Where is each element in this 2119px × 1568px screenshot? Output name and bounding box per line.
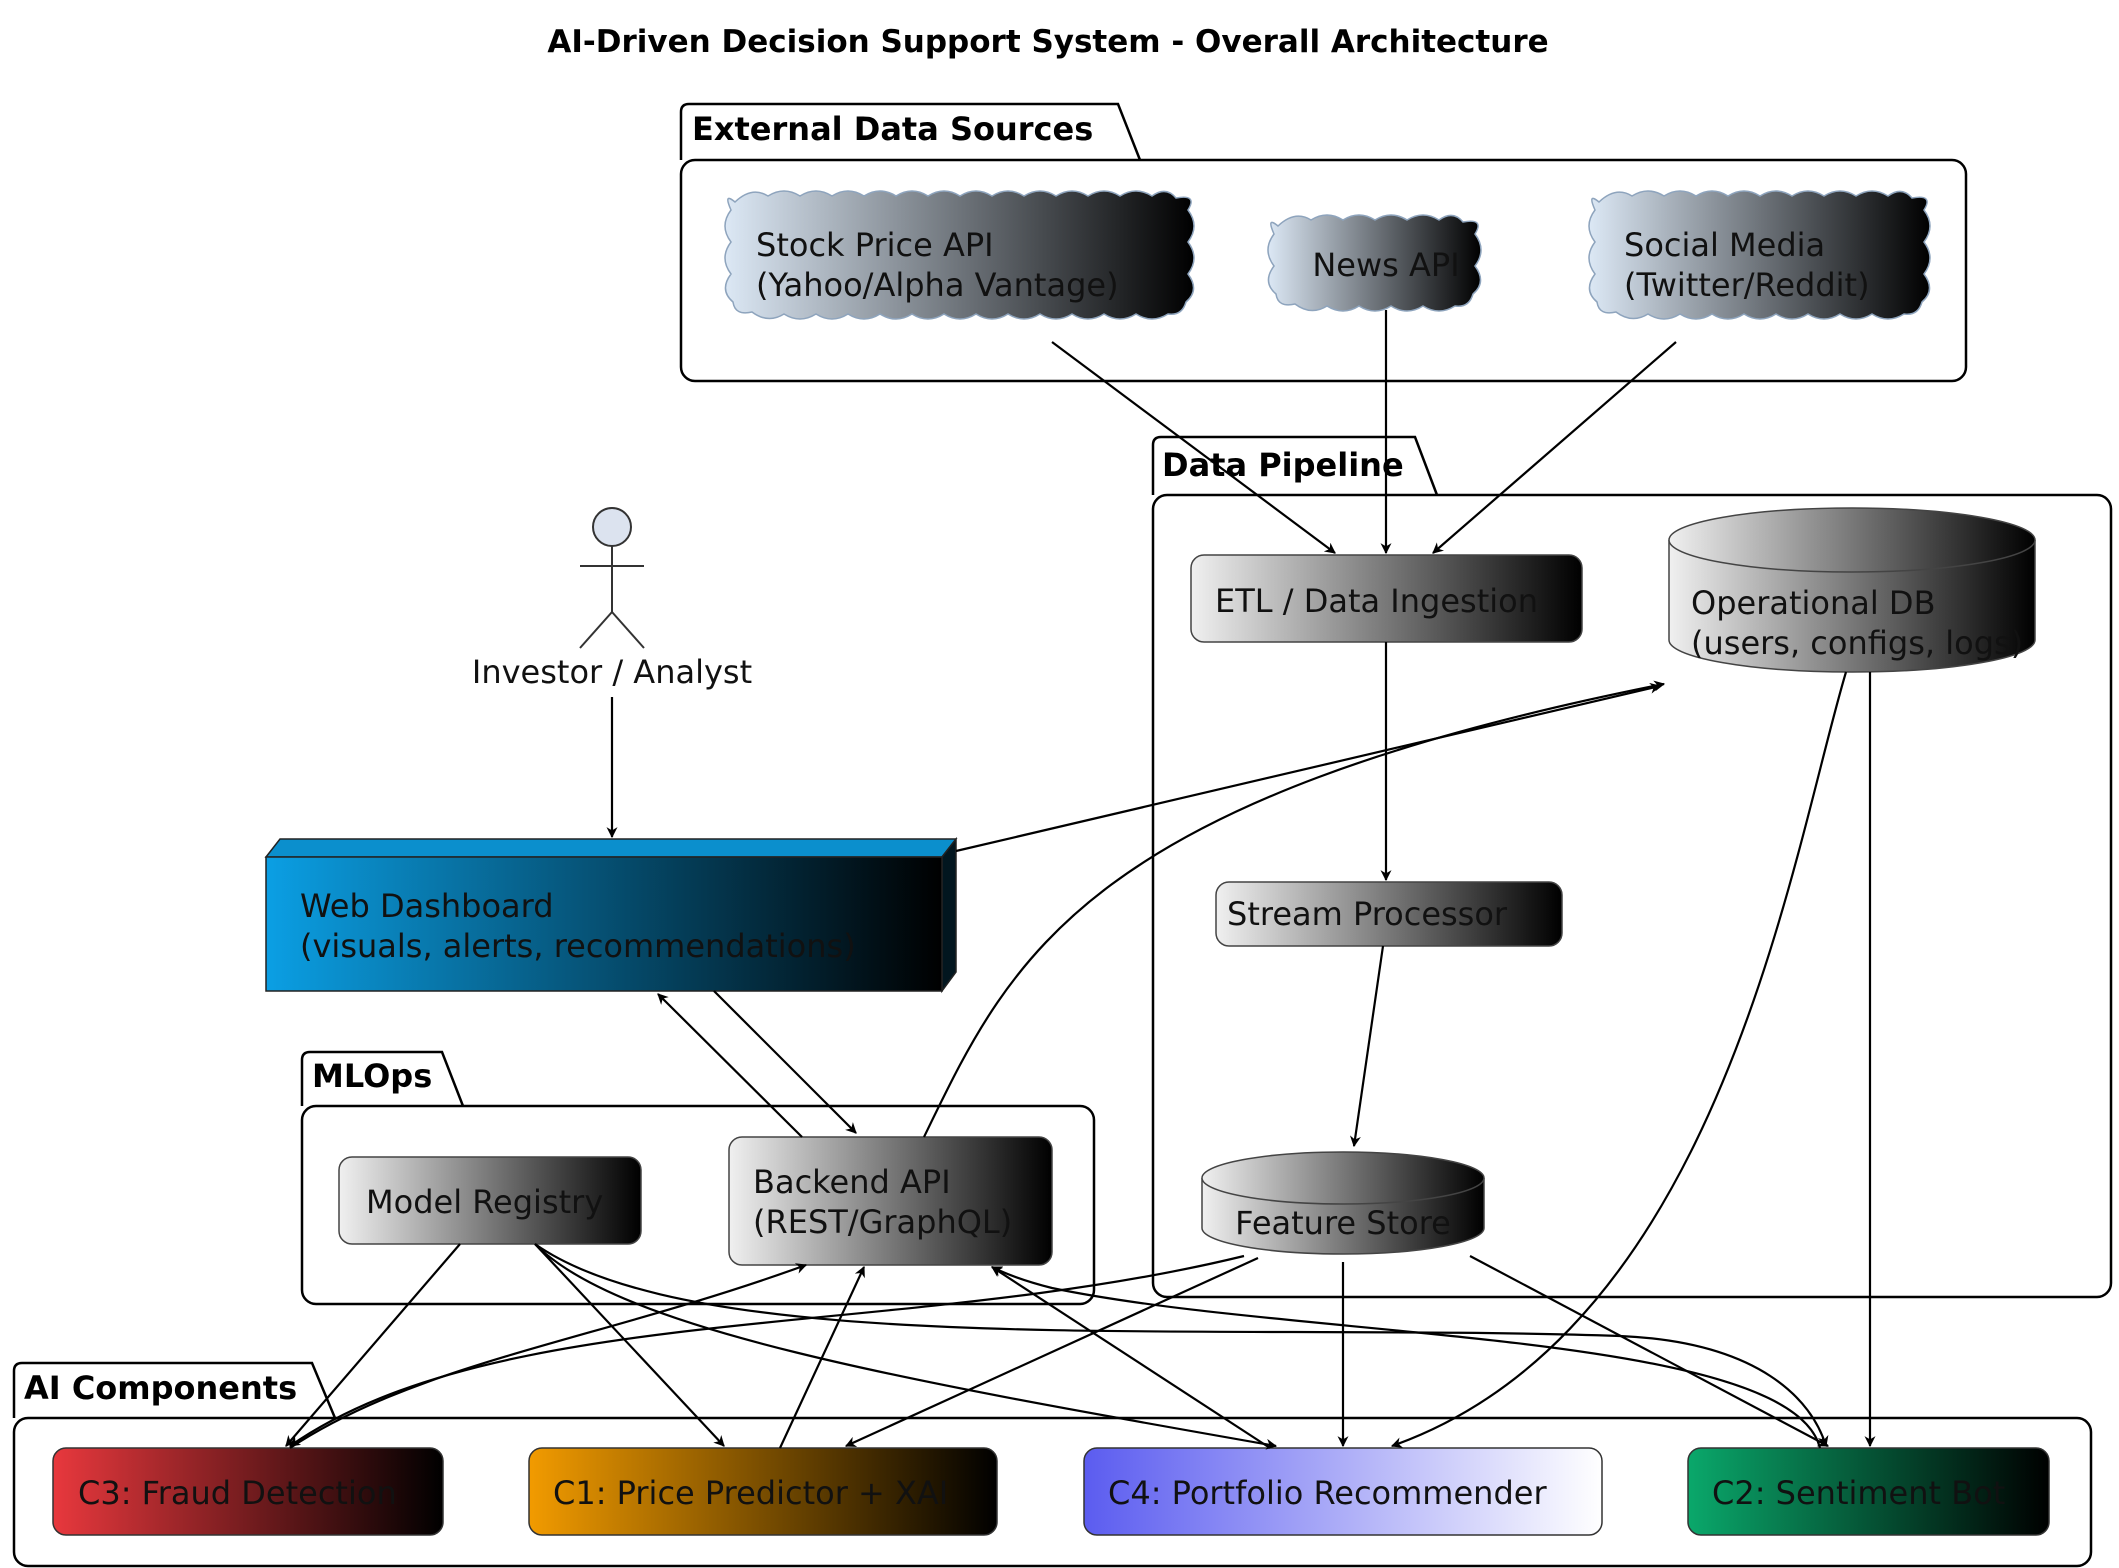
fraud-label: C3: Fraud Detection xyxy=(78,1474,397,1512)
portfolio-recommender-node[interactable]: C4: Portfolio Recommender xyxy=(1083,1447,1603,1536)
connectors xyxy=(285,310,1876,1450)
package-label-external: External Data Sources xyxy=(692,110,1093,148)
operational-db-line-2: (users, configs, logs) xyxy=(1691,624,2023,662)
arrow-social-to-etl xyxy=(1432,341,1677,554)
stock-price-api-cloud[interactable]: Stock Price API (Yahoo/Alpha Vantage) xyxy=(724,190,1195,320)
arrow-registry-to-fraud xyxy=(285,1243,461,1447)
web-dashboard-node[interactable]: Web Dashboard (visuals, alerts, recommen… xyxy=(264,836,958,994)
web-dashboard-line-2: (visuals, alerts, recommendations) xyxy=(300,927,856,965)
backend-api-node[interactable]: Backend API (REST/GraphQL) xyxy=(728,1136,1053,1266)
social-media-cloud[interactable]: Social Media (Twitter/Reddit) xyxy=(1588,190,1931,320)
price-label: C1: Price Predictor + XAI xyxy=(553,1474,948,1512)
operational-db-line-1: Operational DB xyxy=(1691,584,1936,622)
arrow-stream-to-feature-store xyxy=(1349,945,1385,1148)
stream-processor-node[interactable]: Stream Processor xyxy=(1215,881,1563,947)
social-media-line-2: (Twitter/Reddit) xyxy=(1624,266,1870,304)
investor-analyst-actor: Investor / Analyst xyxy=(472,507,752,691)
arrow-feature-to-sentiment xyxy=(1469,1255,1829,1447)
arrow-db-to-portfolio xyxy=(1390,671,1848,1448)
stock-api-line-2: (Yahoo/Alpha Vantage) xyxy=(756,266,1119,304)
arrow-sentiment-to-backend xyxy=(991,1266,1822,1449)
package-data-pipeline: Data Pipeline xyxy=(1151,435,2113,1299)
feature-store-node[interactable]: Feature Store xyxy=(1201,1151,1485,1255)
news-api-cloud[interactable]: News API xyxy=(1267,214,1482,312)
arrow-fraud-to-backend xyxy=(289,1263,808,1449)
sentiment-label: C2: Sentiment Bot xyxy=(1712,1474,2005,1512)
feature-store-label: Feature Store xyxy=(1235,1204,1451,1242)
arrow-feature-to-price xyxy=(844,1256,1259,1448)
arrow-stock-to-etl xyxy=(1051,341,1336,554)
news-api-label: News API xyxy=(1312,246,1459,284)
package-label-ai: AI Components xyxy=(24,1369,297,1407)
stock-api-line-1: Stock Price API xyxy=(756,226,994,264)
operational-db-node[interactable]: Operational DB (users, configs, logs) xyxy=(1668,507,2036,673)
backend-api-line-1: Backend API xyxy=(753,1163,951,1201)
arrow-registry-to-price xyxy=(534,1243,725,1447)
arrow-registry-to-sentiment xyxy=(534,1243,1829,1448)
model-registry-node[interactable]: Model Registry xyxy=(338,1156,642,1245)
diagram-title: AI-Driven Decision Support System - Over… xyxy=(547,24,1548,60)
package-label-mlops: MLOps xyxy=(312,1057,432,1095)
price-predictor-node[interactable]: C1: Price Predictor + XAI xyxy=(528,1447,998,1536)
portfolio-label: C4: Portfolio Recommender xyxy=(1108,1474,1547,1512)
arrow-backend-to-db xyxy=(923,680,1666,1138)
etl-data-ingestion-node[interactable]: ETL / Data Ingestion xyxy=(1190,554,1583,643)
social-media-line-1: Social Media xyxy=(1624,226,1825,264)
package-mlops: MLOps xyxy=(300,1050,1096,1306)
fraud-detection-node[interactable]: C3: Fraud Detection xyxy=(52,1447,444,1536)
package-ai-components: AI Components xyxy=(12,1361,2093,1568)
arrow-dashboard-to-db xyxy=(955,682,1662,853)
arrow-feature-to-fraud xyxy=(289,1254,1245,1447)
stream-processor-label: Stream Processor xyxy=(1227,895,1508,933)
arrow-registry-to-portfolio xyxy=(534,1243,1278,1450)
package-external-data-sources: External Data Sources xyxy=(679,102,1968,383)
backend-api-line-2: (REST/GraphQL) xyxy=(753,1203,1012,1241)
arrow-backend-to-dashboard xyxy=(657,993,803,1138)
arrow-portfolio-to-backend xyxy=(991,1266,1271,1449)
actor-label: Investor / Analyst xyxy=(472,653,752,691)
web-dashboard-line-1: Web Dashboard xyxy=(300,887,554,925)
sentiment-bot-node[interactable]: C2: Sentiment Bot xyxy=(1687,1447,2050,1536)
arrow-price-to-backend xyxy=(779,1266,865,1449)
etl-label: ETL / Data Ingestion xyxy=(1215,582,1538,620)
package-label-pipeline: Data Pipeline xyxy=(1162,446,1404,484)
arrow-dashboard-to-backend xyxy=(713,990,857,1134)
model-registry-label: Model Registry xyxy=(366,1183,603,1221)
